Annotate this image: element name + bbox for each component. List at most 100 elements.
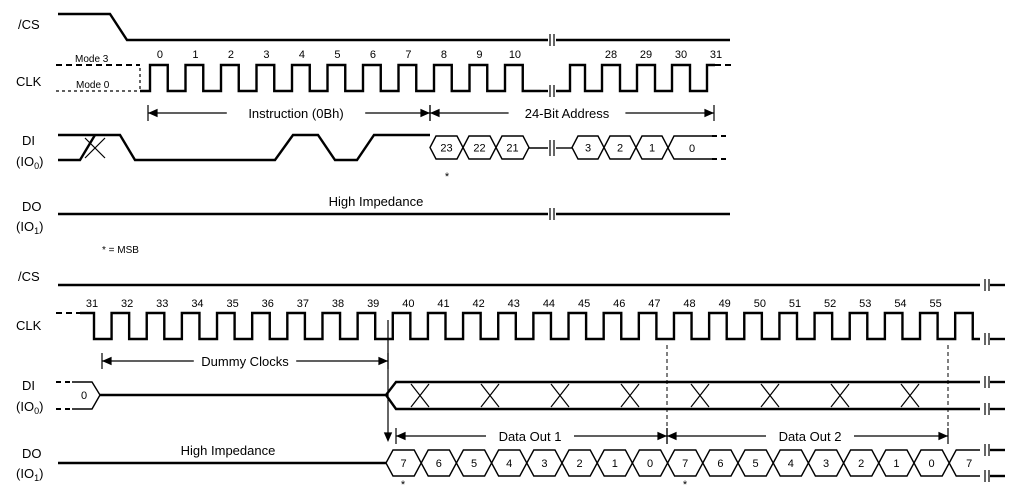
di-x-bottom-b-4 bbox=[690, 383, 710, 408]
addr-right-2: 1 bbox=[649, 143, 655, 155]
addr-last-box bbox=[667, 135, 712, 160]
clk-label-bottom: CLK bbox=[16, 318, 42, 333]
dataout2-span-arrow-r bbox=[938, 431, 948, 441]
di-x-bottom-b-0 bbox=[410, 383, 430, 408]
clk-num-top-r-0: 28 bbox=[605, 49, 617, 61]
clk-num-bottom-0: 31 bbox=[86, 298, 98, 310]
clk-num-bottom-11: 42 bbox=[473, 298, 485, 310]
di-label-bottom: DI bbox=[22, 378, 35, 393]
data-bit-12: 3 bbox=[823, 458, 829, 470]
cs-trace-top bbox=[58, 12, 548, 42]
clk-num-top-9: 9 bbox=[476, 49, 482, 61]
clk-num-top-8: 8 bbox=[441, 49, 447, 61]
clk-num-bottom-7: 38 bbox=[332, 298, 344, 310]
dummy-span-label: Dummy Clocks bbox=[201, 354, 289, 369]
instruction-span-arrow-r bbox=[420, 108, 430, 118]
clk-num-top-0: 0 bbox=[157, 49, 163, 61]
mode0-label: Mode 0 bbox=[76, 80, 110, 91]
clk-num-bottom-12: 43 bbox=[508, 298, 520, 310]
waveform-traces bbox=[56, 12, 1005, 482]
addr-left-1: 22 bbox=[473, 143, 485, 155]
di-x-bottom-b-3 bbox=[620, 383, 640, 408]
data-bit-16: 7 bbox=[966, 458, 972, 470]
di-io-label-bottom: (IO0) bbox=[16, 399, 43, 416]
di-x-bottom-b-1 bbox=[480, 383, 500, 408]
di-x-bottom-b-6 bbox=[830, 383, 850, 408]
data-bit-2: 5 bbox=[471, 458, 477, 470]
di-io-label-top: (IO0) bbox=[16, 154, 43, 171]
clk-num-bottom-15: 46 bbox=[613, 298, 625, 310]
clk-num-top-r-3: 31 bbox=[710, 49, 722, 61]
msb-note: * = MSB bbox=[102, 245, 139, 256]
do-label-bottom: DO bbox=[22, 446, 42, 461]
addr-left-0: 23 bbox=[440, 143, 452, 155]
dataout1-span-arrow-l bbox=[396, 431, 406, 441]
di-x-bottom-b-2 bbox=[550, 383, 570, 408]
do-io-label-bottom: (IO1) bbox=[16, 466, 43, 483]
di-label-top: DI bbox=[22, 133, 35, 148]
di-bottom-x-bot bbox=[385, 394, 980, 411]
clk-num-bottom-21: 52 bbox=[824, 298, 836, 310]
clk-num-bottom-19: 50 bbox=[754, 298, 766, 310]
addr-left-2: 21 bbox=[506, 143, 518, 155]
addr-right-3: 0 bbox=[689, 143, 695, 155]
data-bit-13: 2 bbox=[858, 458, 864, 470]
clk-num-top-2: 2 bbox=[228, 49, 234, 61]
cs-label-top: /CS bbox=[18, 17, 40, 32]
data-bits-boxes bbox=[385, 449, 950, 477]
di-x-bottom-b-5 bbox=[760, 383, 780, 408]
clk-trace-top-right bbox=[556, 63, 715, 93]
dataout1-span-label: Data Out 1 bbox=[499, 429, 562, 444]
clk-trace-top-left bbox=[140, 63, 541, 93]
cs-label-bottom: /CS bbox=[18, 269, 40, 284]
clk-num-top-10: 10 bbox=[509, 49, 521, 61]
data-bit-10: 5 bbox=[753, 458, 759, 470]
clk-num-bottom-18: 49 bbox=[719, 298, 731, 310]
clk-num-bottom-4: 35 bbox=[226, 298, 238, 310]
clk-num-top-4: 4 bbox=[299, 49, 305, 61]
data-bit-14: 1 bbox=[893, 458, 899, 470]
do-highz-bottom: High Impedance bbox=[181, 443, 276, 458]
clk-num-bottom-3: 34 bbox=[191, 298, 203, 310]
data-bit-1: 6 bbox=[436, 458, 442, 470]
clk-num-top-5: 5 bbox=[334, 49, 340, 61]
dataout1-span-arrow-r bbox=[657, 431, 667, 441]
address-span-arrow-l bbox=[430, 108, 440, 118]
clk-num-top-r-2: 30 bbox=[675, 49, 687, 61]
di-bottom-x-top bbox=[385, 380, 980, 396]
clk-num-bottom-23: 54 bbox=[894, 298, 906, 310]
clk-num-top-r-1: 29 bbox=[640, 49, 652, 61]
clk-num-top-7: 7 bbox=[405, 49, 411, 61]
clk-label-top: CLK bbox=[16, 74, 42, 89]
clk-num-bottom-6: 37 bbox=[297, 298, 309, 310]
do-io-label-top: (IO1) bbox=[16, 219, 43, 236]
clk-num-top-3: 3 bbox=[263, 49, 269, 61]
do-highz-top: High Impedance bbox=[329, 194, 424, 209]
data-bit-6: 1 bbox=[612, 458, 618, 470]
clk-num-bottom-8: 39 bbox=[367, 298, 379, 310]
clk-num-top-1: 1 bbox=[192, 49, 198, 61]
msb-marker-bottom-1: * bbox=[401, 479, 406, 488]
clk-num-bottom-10: 41 bbox=[437, 298, 449, 310]
cycle39-arrow bbox=[383, 432, 393, 442]
clk-num-bottom-14: 45 bbox=[578, 298, 590, 310]
di-x-2 bbox=[84, 137, 106, 159]
data-bit-7: 0 bbox=[647, 458, 653, 470]
dataout2-span-arrow-l bbox=[667, 431, 677, 441]
mode3-label: Mode 3 bbox=[75, 54, 109, 65]
clk-num-bottom-1: 32 bbox=[121, 298, 133, 310]
data-bit-0: 7 bbox=[401, 458, 407, 470]
address-span-label: 24-Bit Address bbox=[525, 106, 610, 121]
clk-trace-bottom bbox=[80, 311, 980, 341]
clk-num-bottom-17: 48 bbox=[683, 298, 695, 310]
clk-num-top-6: 6 bbox=[370, 49, 376, 61]
data-bit-11: 4 bbox=[788, 458, 794, 470]
di-x-bottom-b-7 bbox=[900, 383, 920, 408]
clk-num-bottom-24: 55 bbox=[929, 298, 941, 310]
dummy-span-arrow-r bbox=[378, 356, 388, 366]
clk-num-bottom-16: 47 bbox=[648, 298, 660, 310]
clk-num-bottom-2: 33 bbox=[156, 298, 168, 310]
clk-num-bottom-9: 40 bbox=[402, 298, 414, 310]
